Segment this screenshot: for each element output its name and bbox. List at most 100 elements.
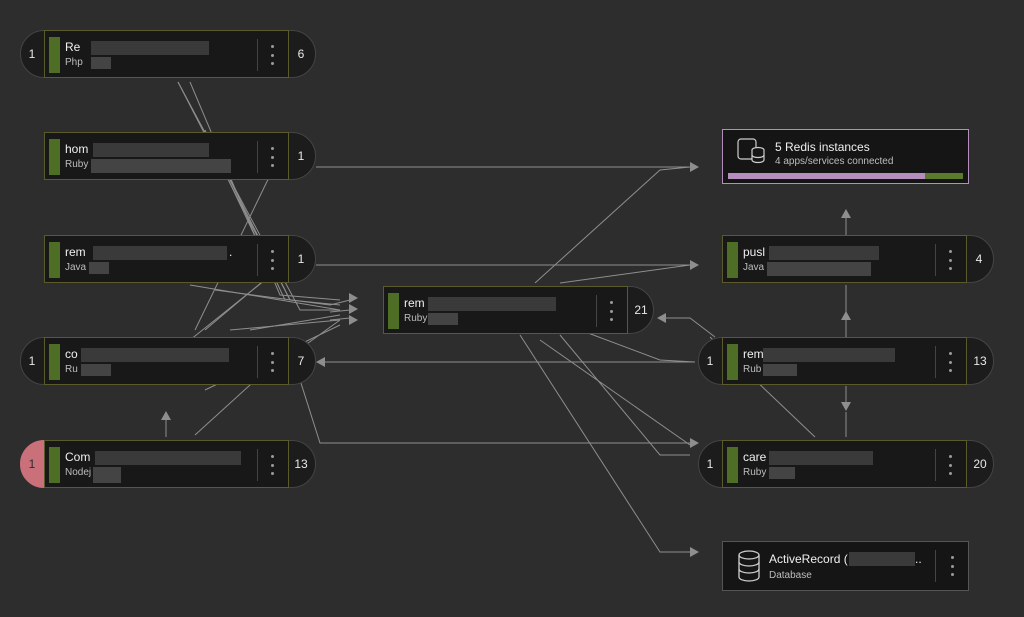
service-card[interactable]: hom Ruby xyxy=(44,132,289,180)
outgoing-count: 21 xyxy=(634,303,648,317)
redacted-text xyxy=(767,262,871,276)
redis-subtitle: 4 apps/services connected xyxy=(775,156,894,167)
menu-separator xyxy=(935,244,936,276)
edge xyxy=(519,334,690,553)
more-options-icon[interactable] xyxy=(269,147,275,167)
redacted-text xyxy=(95,451,241,465)
service-card[interactable]: rem . Java xyxy=(44,235,289,283)
service-node[interactable]: hom Ruby 1 xyxy=(20,132,316,180)
service-card[interactable]: care Ruby xyxy=(722,440,967,488)
service-card[interactable]: co Ru xyxy=(44,337,289,385)
menu-separator xyxy=(596,295,597,327)
incoming-count: 1 xyxy=(28,47,36,61)
service-node[interactable]: 1 Re Php 6 xyxy=(20,30,316,78)
outgoing-count: 13 xyxy=(294,457,308,471)
arrowhead xyxy=(657,313,666,323)
redacted-text xyxy=(93,467,121,483)
service-card[interactable]: Com Nodej xyxy=(44,440,289,488)
service-node-center[interactable]: rem Ruby 21 xyxy=(358,286,654,334)
more-options-icon[interactable] xyxy=(269,45,275,65)
arrowhead xyxy=(690,260,699,270)
outgoing-count: 7 xyxy=(297,354,305,368)
service-card[interactable]: Re Php xyxy=(44,30,289,78)
redacted-text xyxy=(93,246,227,260)
more-options-icon[interactable] xyxy=(269,455,275,475)
edge xyxy=(665,317,716,338)
service-card[interactable]: rem Rub xyxy=(722,337,967,385)
health-bar xyxy=(49,37,60,73)
service-node[interactable]: pusl Java 4 xyxy=(698,235,994,283)
redacted-text xyxy=(769,467,795,479)
health-bar xyxy=(49,139,60,175)
redis-title: 5 Redis instances xyxy=(775,140,870,154)
outgoing-count: 6 xyxy=(297,47,305,61)
service-node[interactable]: 1 Com Nodej 13 xyxy=(20,440,316,488)
incoming-count: 1 xyxy=(28,354,36,368)
service-card[interactable]: pusl Java xyxy=(722,235,967,283)
incoming-count: 1 xyxy=(28,457,36,471)
redis-instances-card[interactable]: 5 Redis instances 4 apps/services connec… xyxy=(722,129,969,184)
outgoing-count: 20 xyxy=(973,457,987,471)
arrowhead xyxy=(690,438,699,448)
redacted-text xyxy=(769,246,879,260)
arrowhead xyxy=(841,402,851,411)
service-name: rem xyxy=(65,245,86,259)
health-bar xyxy=(49,242,60,278)
edge xyxy=(194,319,341,436)
service-language: Nodej xyxy=(65,467,92,478)
service-node[interactable]: rem . Java 1 xyxy=(20,235,316,283)
menu-separator xyxy=(257,244,258,276)
database-name: ActiveRecord ( xyxy=(769,552,848,566)
service-name: hom xyxy=(65,142,89,156)
redacted-text xyxy=(763,348,895,362)
health-bar xyxy=(49,344,60,380)
outgoing-count: 1 xyxy=(297,252,305,266)
edge xyxy=(559,334,690,456)
more-options-icon[interactable] xyxy=(947,352,953,372)
outgoing-count: 1 xyxy=(297,149,305,163)
service-name: Com xyxy=(65,450,91,464)
health-bar xyxy=(727,242,738,278)
database-card[interactable]: ActiveRecord ( .. Database xyxy=(722,541,969,591)
edge xyxy=(229,319,341,331)
edge xyxy=(579,329,696,363)
arrowhead xyxy=(841,209,851,218)
database-name-tail: .. xyxy=(915,552,922,566)
edge xyxy=(249,314,341,331)
edge xyxy=(539,339,691,446)
more-options-icon[interactable] xyxy=(269,352,275,372)
menu-separator xyxy=(257,346,258,378)
redis-database-icon xyxy=(737,138,765,164)
fan-arrowhead xyxy=(349,293,358,303)
menu-separator xyxy=(257,39,258,71)
menu-separator xyxy=(935,449,936,481)
more-options-icon[interactable] xyxy=(949,556,955,576)
service-node[interactable]: 1 rem Rub 13 xyxy=(698,337,994,385)
redacted-text xyxy=(763,364,797,376)
service-card[interactable]: rem Ruby xyxy=(383,286,628,334)
service-node[interactable]: 1 co Ru 7 xyxy=(20,337,316,385)
redacted-text xyxy=(91,57,111,69)
service-name: rem xyxy=(404,296,425,310)
edge xyxy=(329,309,351,313)
service-language: Ruby xyxy=(743,467,767,478)
more-options-icon[interactable] xyxy=(947,250,953,270)
service-name: co xyxy=(65,347,78,361)
redacted-text xyxy=(89,262,109,274)
redacted-text xyxy=(81,364,111,376)
more-options-icon[interactable] xyxy=(608,301,614,321)
edge xyxy=(559,264,691,284)
more-options-icon[interactable] xyxy=(947,455,953,475)
outgoing-count: 13 xyxy=(973,354,987,368)
more-options-icon[interactable] xyxy=(269,250,275,270)
edge xyxy=(329,299,351,306)
redacted-text xyxy=(93,143,209,157)
redis-usage-fill xyxy=(728,173,926,179)
service-language: Ruby xyxy=(65,159,89,170)
health-bar xyxy=(727,447,738,483)
edge xyxy=(534,166,691,284)
edge xyxy=(329,317,351,321)
menu-separator xyxy=(257,141,258,173)
service-node[interactable]: 1 care Ruby 20 xyxy=(698,440,994,488)
